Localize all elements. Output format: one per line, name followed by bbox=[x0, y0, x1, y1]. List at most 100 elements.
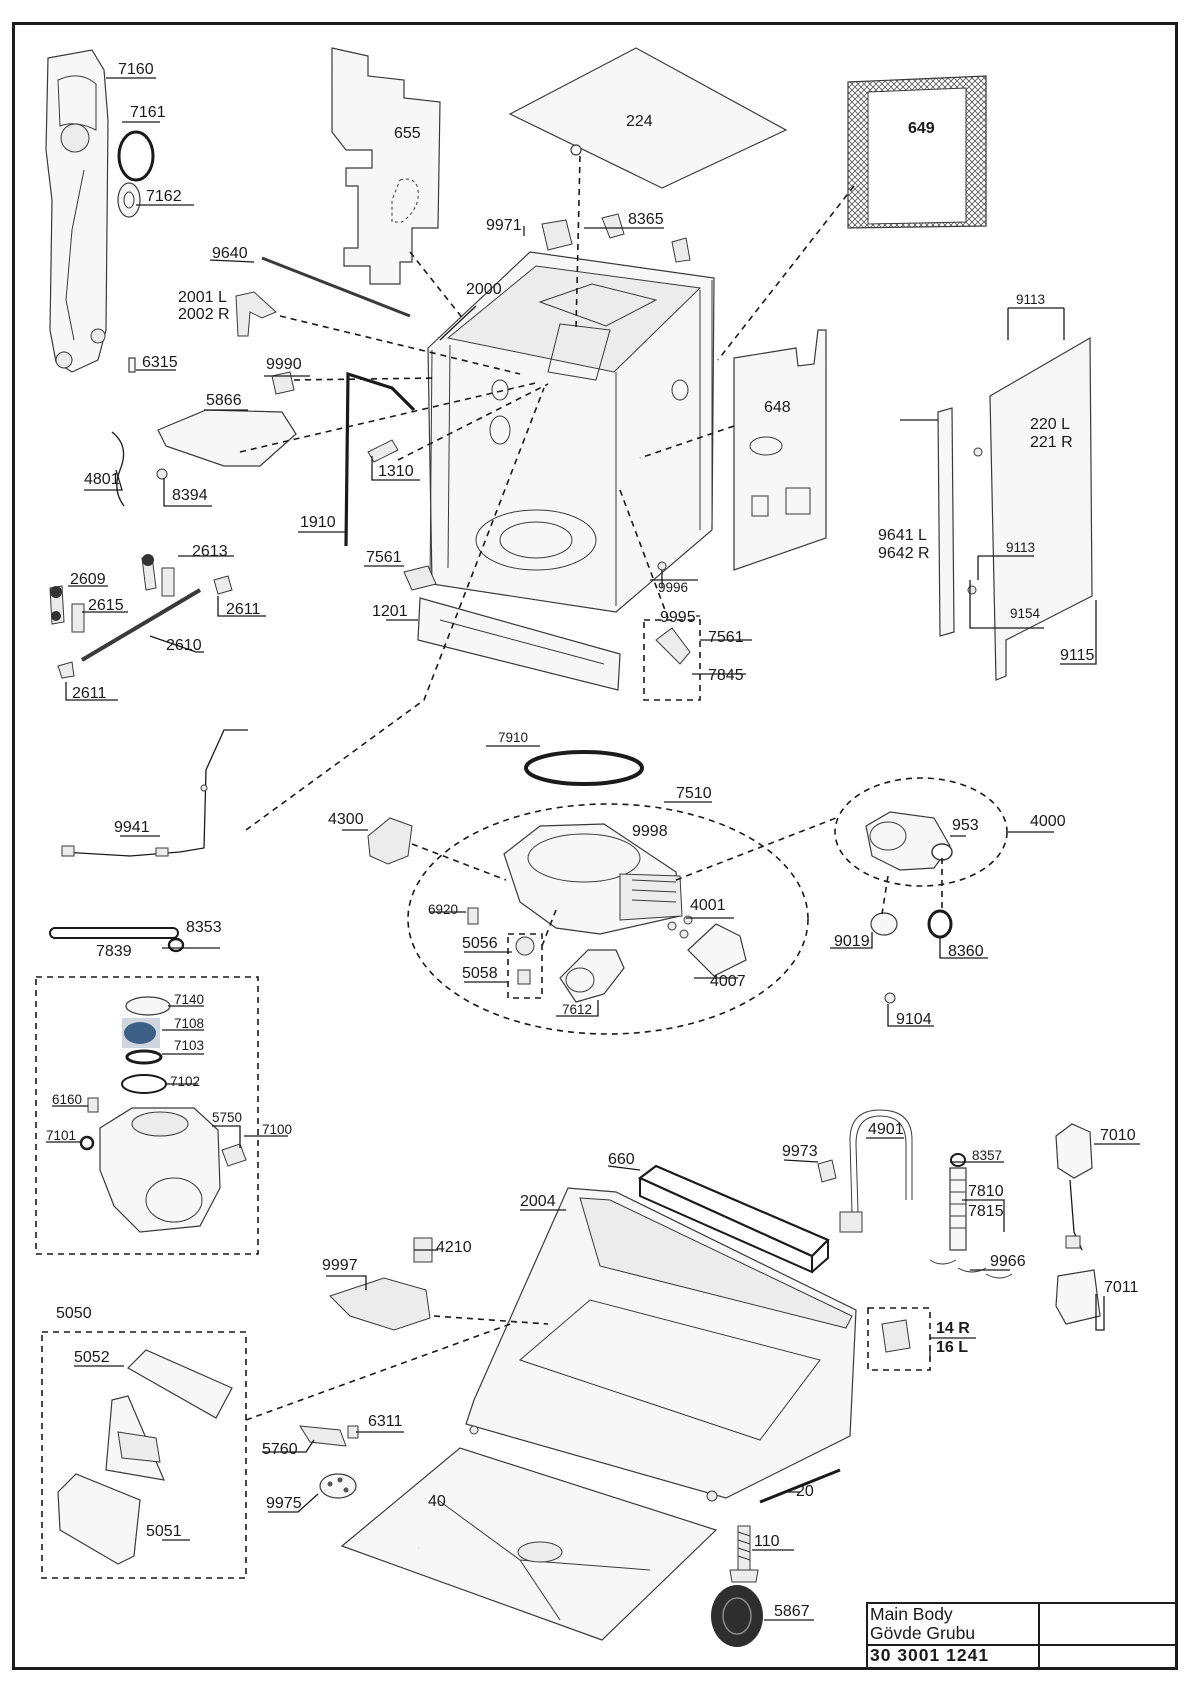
label-6920: 6920 bbox=[428, 902, 458, 917]
label-7161: 7161 bbox=[130, 104, 166, 121]
part-5050-board bbox=[105, 1395, 165, 1481]
label-2613: 2613 bbox=[192, 543, 228, 560]
label-9115: 9115 bbox=[1060, 647, 1095, 664]
label-7140: 7140 bbox=[174, 992, 204, 1007]
label-9971: 9971 bbox=[486, 217, 522, 234]
title-name-tr: Gövde Grubu bbox=[870, 1623, 976, 1643]
part-8365-clip bbox=[601, 213, 691, 263]
label-2002: 2002 R bbox=[178, 306, 230, 323]
label-9641l: 9641 L bbox=[878, 527, 927, 544]
part-9998-sump bbox=[503, 823, 683, 935]
label-9973: 9973 bbox=[782, 1143, 818, 1160]
group-5050-box bbox=[41, 1331, 247, 1579]
label-5750: 5750 bbox=[212, 1110, 242, 1125]
group-5056-box bbox=[507, 933, 543, 999]
label-7815: 7815 bbox=[968, 1203, 1004, 1220]
part-5866-cover bbox=[157, 409, 297, 467]
connector-lines bbox=[239, 155, 943, 1421]
label-7100: 7100 bbox=[262, 1122, 292, 1137]
label-16l: 16 L bbox=[936, 1339, 968, 1356]
part-6160-sensor bbox=[87, 1097, 99, 1113]
part-220-221-side-panel bbox=[967, 336, 1093, 681]
label-9966: 9966 bbox=[990, 1253, 1026, 1270]
label-9975: 9975 bbox=[266, 1495, 302, 1512]
part-2615-spring bbox=[71, 567, 175, 633]
part-9971-bracket bbox=[541, 219, 573, 251]
part-7162-flange bbox=[117, 182, 141, 218]
part-110-foot-screw bbox=[729, 1525, 759, 1583]
part-649-insulation-sleeve bbox=[847, 75, 987, 229]
label-4300: 4300 bbox=[328, 811, 364, 828]
label-8357: 8357 bbox=[972, 1148, 1002, 1163]
label-7160: 7160 bbox=[118, 61, 154, 78]
part-1201-front-rail bbox=[417, 597, 621, 691]
part-14r-16l-foot bbox=[881, 1319, 911, 1353]
label-7108: 7108 bbox=[174, 1016, 204, 1031]
label-4007: 4007 bbox=[710, 973, 746, 990]
label-7101: 7101 bbox=[46, 1128, 76, 1143]
label-4901: 4901 bbox=[868, 1121, 904, 1138]
part-7010-inlet-valve bbox=[1055, 1123, 1093, 1251]
label-4210: 4210 bbox=[436, 1239, 472, 1256]
part-660-strip bbox=[637, 1164, 830, 1274]
label-4801: 4801 bbox=[84, 471, 120, 488]
label-7010: 7010 bbox=[1100, 1127, 1136, 1144]
label-20: 20 bbox=[796, 1483, 814, 1500]
label-9996: 9996 bbox=[658, 580, 688, 595]
group-14r-box bbox=[867, 1307, 931, 1371]
label-6311: 6311 bbox=[368, 1413, 403, 1430]
part-7161-ring bbox=[117, 130, 155, 182]
part-7810-drain-hose bbox=[949, 1167, 967, 1251]
label-224: 224 bbox=[626, 113, 653, 130]
part-4007-filter-cover bbox=[687, 923, 747, 977]
label-2000: 2000 bbox=[466, 281, 502, 298]
label-5866: 5866 bbox=[206, 392, 242, 409]
label-953: 953 bbox=[952, 817, 979, 834]
label-2615: 2615 bbox=[88, 597, 124, 614]
label-7102: 7102 bbox=[170, 1074, 200, 1089]
label-5051: 5051 bbox=[146, 1523, 182, 1540]
label-1310: 1310 bbox=[378, 463, 414, 480]
part-7561-left-hinge bbox=[403, 565, 437, 591]
part-8353-clamp bbox=[167, 937, 185, 953]
part-9640-rail bbox=[261, 256, 411, 318]
part-7011-valve bbox=[1055, 1269, 1101, 1325]
label-2610: 2610 bbox=[166, 637, 202, 654]
part-2609-hinge bbox=[49, 585, 65, 625]
label-2611-a: 2611 bbox=[226, 601, 261, 618]
label-8353: 8353 bbox=[186, 919, 222, 936]
part-9019-cap bbox=[870, 912, 898, 936]
part-5867-cap bbox=[711, 1585, 763, 1647]
label-2609: 2609 bbox=[70, 571, 106, 588]
part-7910-seal bbox=[524, 750, 644, 786]
label-9941: 9941 bbox=[114, 819, 150, 836]
part-9990-hinge bbox=[271, 371, 295, 395]
label-9990: 9990 bbox=[266, 356, 302, 373]
label-6315: 6315 bbox=[142, 354, 178, 371]
part-9941-cable bbox=[61, 729, 248, 857]
part-7101-oring bbox=[79, 1135, 95, 1151]
part-8360-clamp bbox=[927, 909, 953, 939]
drawing-frame bbox=[12, 22, 1178, 1670]
label-7561-left: 7561 bbox=[366, 549, 402, 566]
part-9997-bracket bbox=[329, 1277, 431, 1331]
label-9019: 9019 bbox=[834, 933, 870, 950]
title-block: Main Body Gövde Grubu 30 3001 1241 bbox=[866, 1602, 1176, 1668]
label-9995: 9995 bbox=[660, 609, 696, 626]
label-9113-top: 9113 bbox=[1016, 292, 1045, 307]
title-drawing-code: 30 3001 1241 bbox=[870, 1645, 990, 1665]
part-648-side-insulation bbox=[733, 329, 827, 571]
part-5056-valve bbox=[515, 936, 535, 956]
label-5056: 5056 bbox=[462, 935, 498, 952]
part-953-circ-pump bbox=[865, 811, 953, 871]
label-6160: 6160 bbox=[52, 1092, 82, 1107]
label-7810: 7810 bbox=[968, 1183, 1004, 1200]
label-1910: 1910 bbox=[300, 514, 336, 531]
label-5760: 5760 bbox=[262, 1441, 298, 1458]
part-7839-hose bbox=[49, 927, 179, 939]
part-2001-2002-bracket bbox=[235, 291, 277, 337]
part-6315-clip bbox=[128, 357, 136, 373]
label-2001: 2001 L bbox=[178, 289, 227, 306]
label-9640: 9640 bbox=[212, 245, 248, 262]
